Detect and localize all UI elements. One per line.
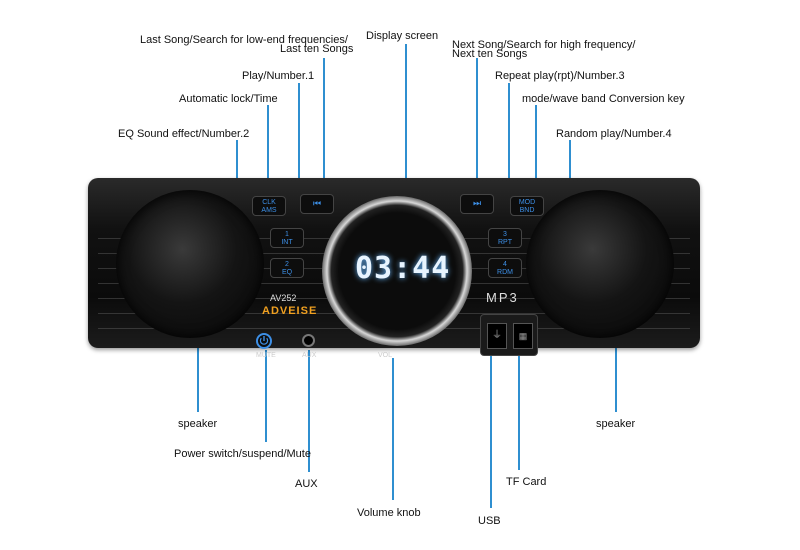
rdm-button[interactable]: 4 RDM: [488, 258, 522, 278]
callout-line: [508, 83, 510, 233]
usb-port[interactable]: ⏚: [487, 323, 507, 349]
callout-line: [308, 350, 310, 472]
callout-line: [405, 44, 407, 258]
model-label: AV252: [270, 293, 297, 303]
left-speaker: [116, 190, 264, 338]
label-volume-knob: Volume knob: [357, 507, 421, 519]
rpt-number: 3: [503, 231, 507, 238]
mp3-label: MP3: [486, 290, 519, 305]
label-auto-lock: Automatic lock/Time: [179, 93, 278, 105]
label-display-screen: Display screen: [366, 30, 439, 42]
eq-button[interactable]: 2 EQ: [270, 258, 304, 278]
clk-label: CLK: [262, 199, 276, 206]
label-mode-wave: mode/wave band Conversion key: [522, 93, 685, 105]
ams-label: AMS: [261, 207, 277, 214]
power-icon: [259, 336, 269, 345]
right-speaker: [526, 190, 674, 338]
callout-line: [298, 83, 300, 233]
power-mute-button[interactable]: [256, 333, 272, 349]
int-number: 1: [285, 231, 289, 238]
tf-card-slot[interactable]: ▦: [513, 323, 533, 349]
callout-line: [615, 330, 617, 412]
rdm-label: RDM: [497, 269, 513, 276]
rpt-label: RPT: [498, 239, 512, 246]
prev-icon: ⏮: [312, 198, 322, 208]
label-random-play: Random play/Number.4: [556, 128, 672, 140]
callout-line: [323, 58, 325, 204]
label-usb: USB: [478, 515, 501, 527]
vol-label: VOL: [378, 352, 393, 359]
usb-icon: ⏚: [492, 330, 502, 341]
label-repeat-play: Repeat play(rpt)/Number.3: [495, 70, 625, 82]
bnd-label: BND: [519, 207, 535, 214]
rdm-number: 4: [503, 261, 507, 268]
brand-label: ADVEISE: [262, 305, 318, 317]
label-power-switch: Power switch/suspend/Mute: [174, 448, 311, 460]
label-tf-card: TF Card: [506, 476, 547, 488]
label-last-song: Last Song/Search for low-end frequencies…: [140, 34, 348, 46]
label-aux: AUX: [295, 478, 318, 490]
label-eq-sound: EQ Sound effect/Number.2: [118, 128, 250, 140]
prev-button[interactable]: ⏮: [300, 194, 334, 214]
eq-number: 2: [285, 261, 289, 268]
aux-jack[interactable]: [302, 334, 315, 347]
volume-knob[interactable]: [322, 196, 472, 346]
int-label: INT: [281, 239, 293, 246]
display-screen: 03:44: [355, 251, 451, 286]
callout-line: [265, 350, 267, 442]
next-button[interactable]: ⏭: [460, 194, 494, 214]
label-next-song: Next Song/Search for high frequency/: [452, 39, 636, 51]
callout-line: [535, 105, 537, 200]
callout-line: [197, 330, 199, 412]
rpt-button[interactable]: 3 RPT: [488, 228, 522, 248]
mod-bnd-button[interactable]: MOD BND: [510, 196, 544, 216]
label-speaker-left: speaker: [178, 418, 218, 430]
callout-line: [490, 340, 492, 508]
callout-line: [392, 358, 394, 500]
label-play-number: Play/Number.1: [242, 70, 315, 82]
aux-port-label: AUX: [302, 352, 317, 359]
callout-line: [267, 105, 269, 200]
callout-line: [476, 58, 478, 204]
label-next-ten: Next ten Songs: [452, 48, 528, 60]
usb-tf-port-panel: ⏚ ▦: [480, 314, 538, 356]
mute-label: MUTE: [256, 352, 276, 359]
label-last-ten: Last ten Songs: [280, 43, 354, 55]
callout-line: [518, 340, 520, 470]
next-icon: ⏭: [472, 198, 482, 208]
clk-ams-button[interactable]: CLK AMS: [252, 196, 286, 216]
mod-label: MOD: [518, 199, 536, 206]
label-speaker-right: speaker: [596, 418, 636, 430]
sd-card-icon: ▦: [518, 331, 528, 341]
eq-label: EQ: [281, 269, 293, 276]
int-button[interactable]: 1 INT: [270, 228, 304, 248]
